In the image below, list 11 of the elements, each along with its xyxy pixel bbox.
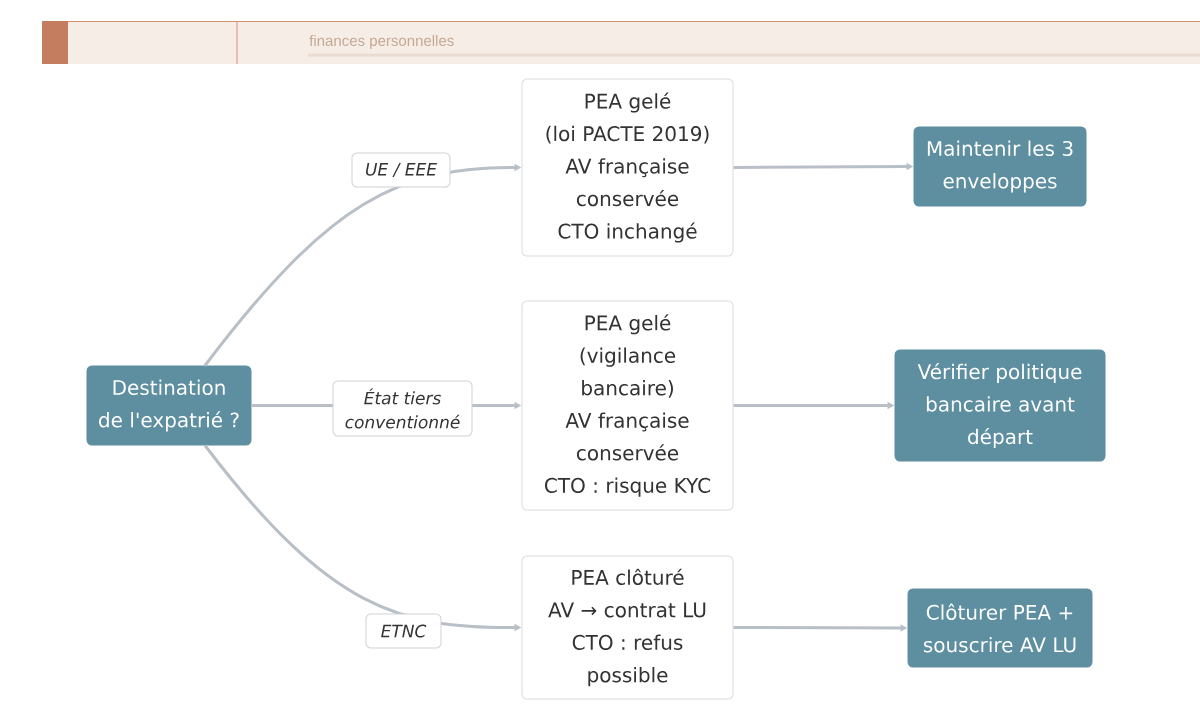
header-subtitle: finances personnelles [309, 35, 454, 49]
action-box: Clôturer PEA + souscrire AV LU [907, 588, 1093, 668]
action-box: Vérifier politique bancaire avant départ [894, 349, 1106, 462]
question-box: Destination de l'expatrié ? [86, 365, 252, 446]
outcome-box: PEA gelé (loi PACTE 2019) AV française conservée CTO inchangé [521, 78, 734, 257]
outcome-box: PEA gelé (vigilance bancaire) AV française conservée CTO : risque KYC [521, 300, 734, 511]
edge-label: ETNC [365, 613, 442, 649]
action-box: Maintenir les 3 enveloppes [913, 126, 1087, 207]
edge-label: UE / EEE [351, 152, 451, 188]
edge-label: État tiers conventionné [332, 380, 473, 437]
outcome-box: PEA clôturé AV → contrat LU CTO : refus possible [521, 555, 734, 700]
